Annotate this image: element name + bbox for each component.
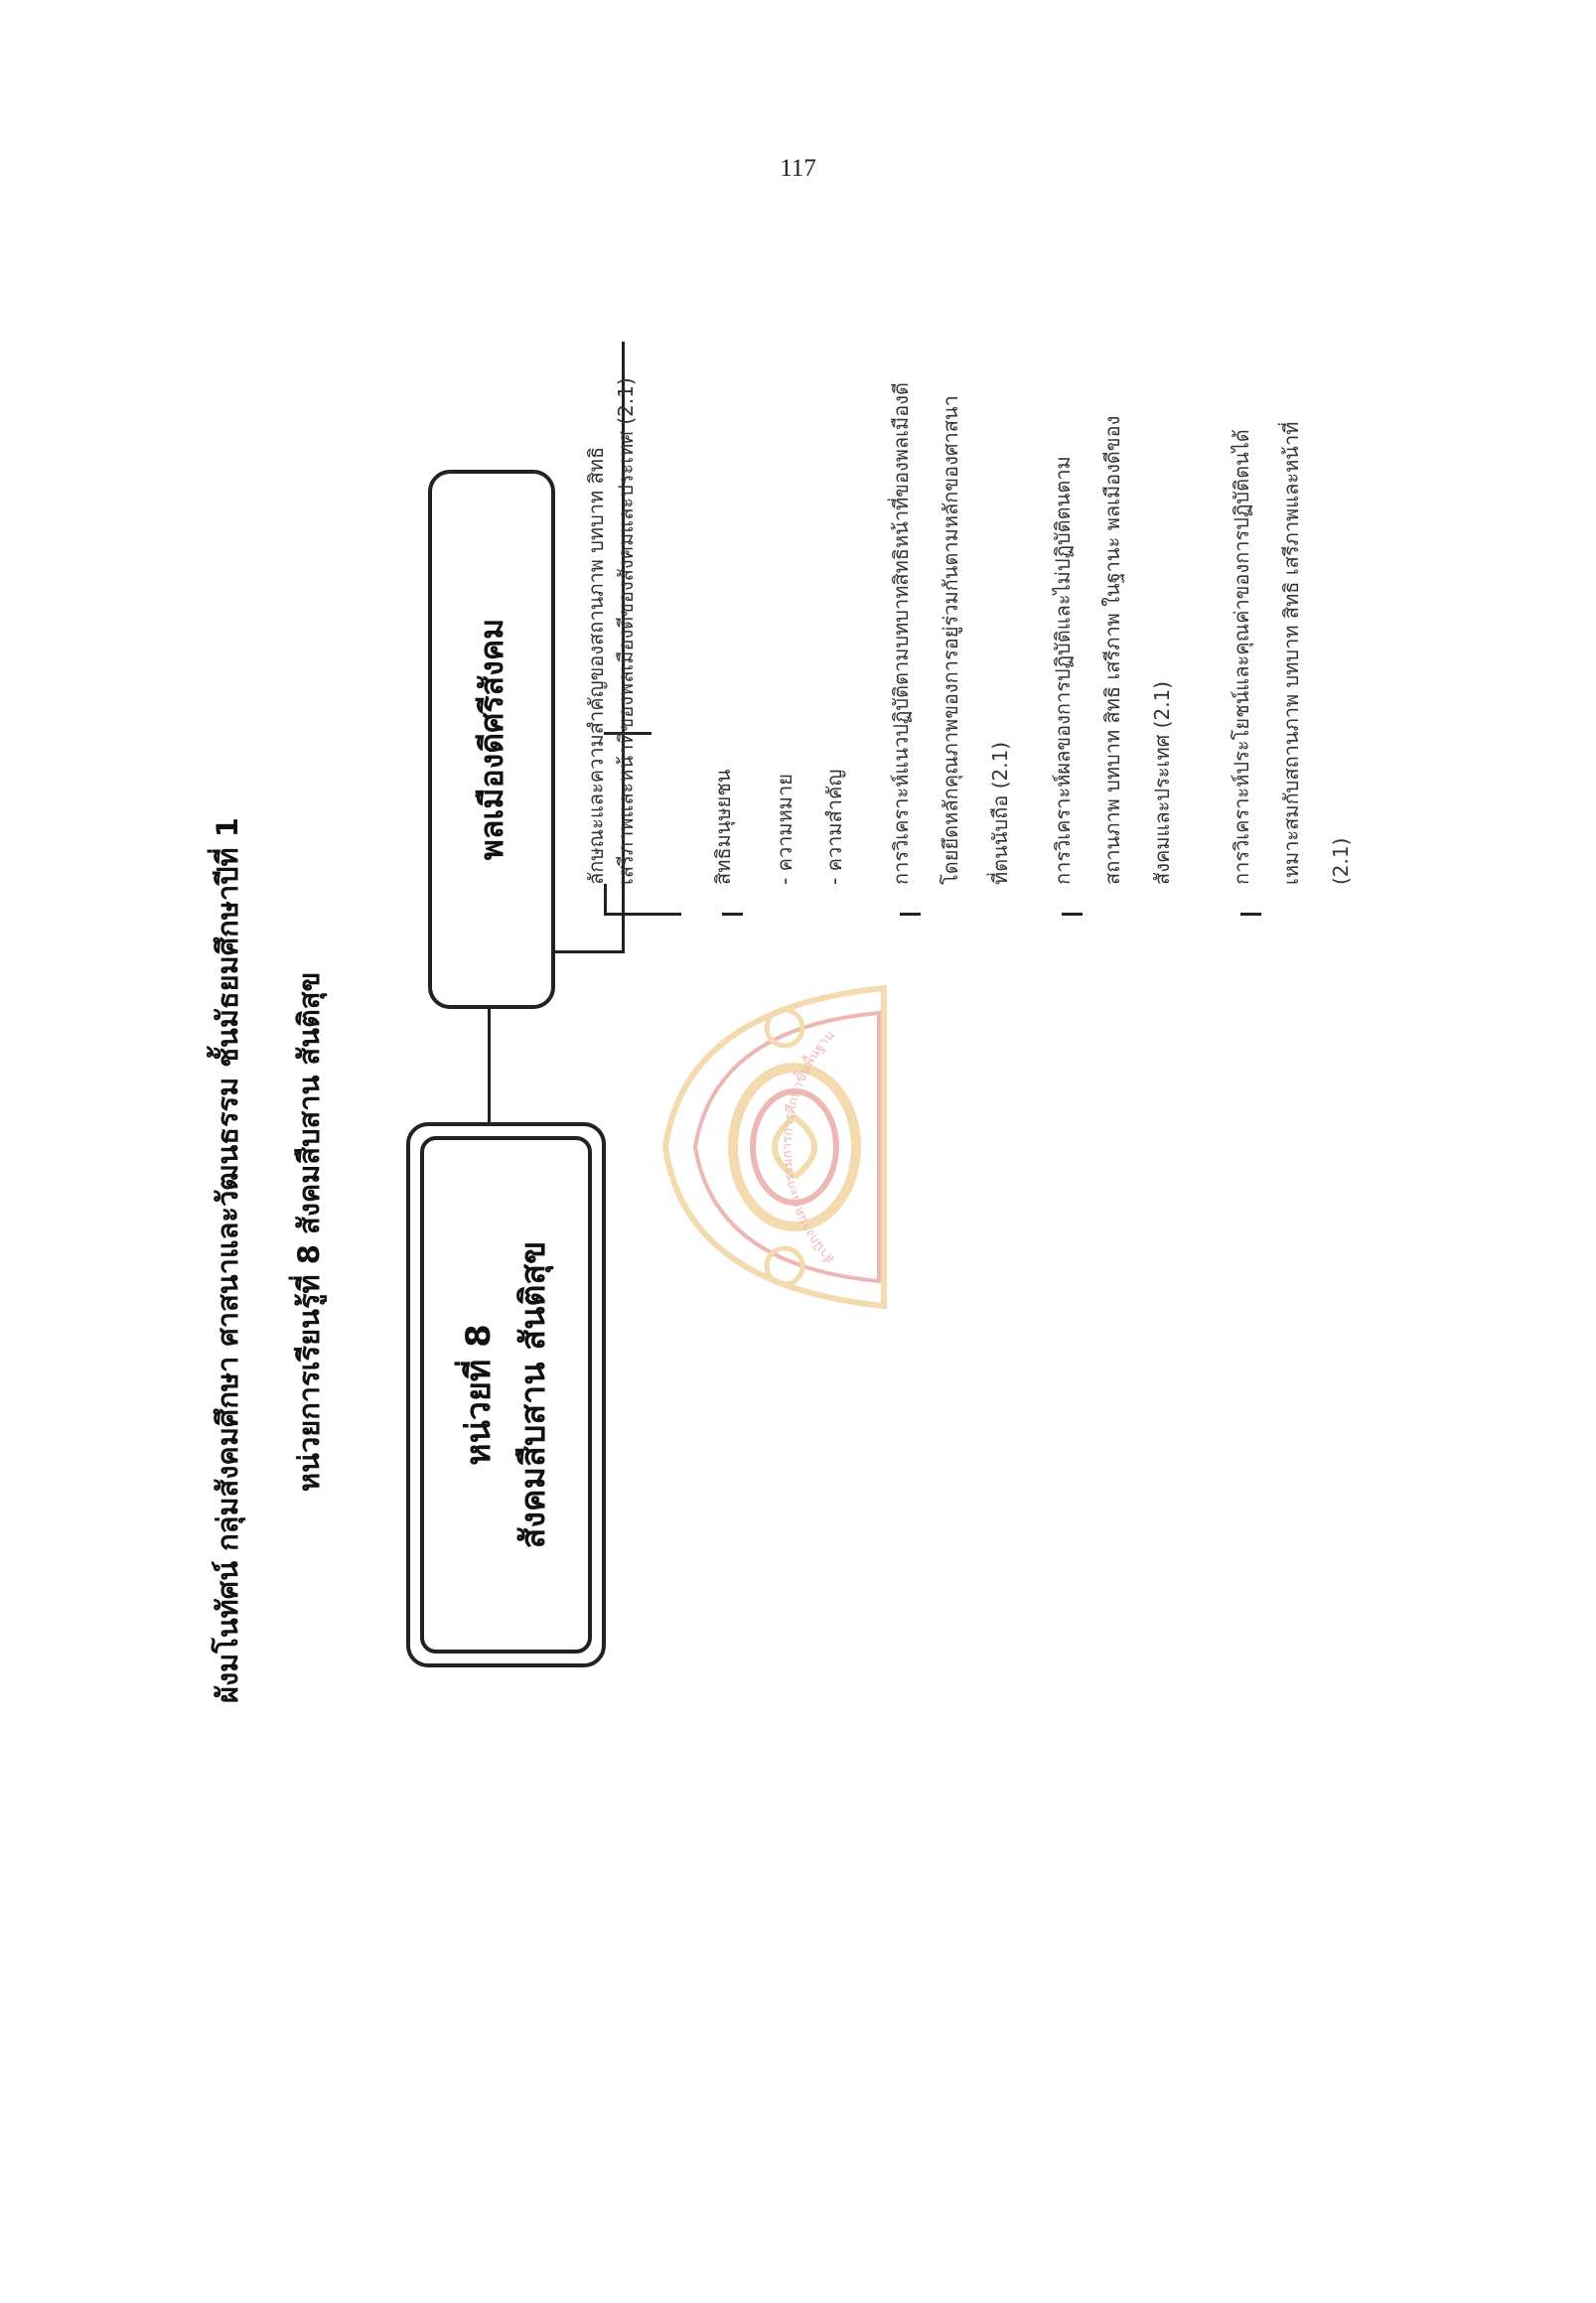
item-2-sub-2: - ความสำคัญ [822,769,846,885]
concept-map-title: ผังมโนทัศน์ กลุ่มสังคมศึกษา ศาสนาและวัฒน… [211,817,244,1703]
unit-box: หน่วยที่ 8 สังคมสืบสาน สันติสุข [406,1122,606,1667]
unit-topic-connector [488,1009,491,1122]
item-5-line-2: เหมาะสมกับสถานภาพ บทบาท สิทธิ เสรีภาพและ… [1279,421,1303,885]
leaf-tick-3 [722,913,743,916]
item-5-line-1: การวิเคราะห์ประโยชน์และคุณค่าของการปฏิบั… [1230,429,1253,885]
page-number: 117 [780,155,816,182]
learning-unit-subtitle: หน่วยการเรียนรู้ที่ 8 สังคมสืบสาน สันติส… [292,971,326,1492]
topic-box: พลเมืองดีศรีสังคม [428,470,555,1009]
topic-stem [555,950,624,953]
unit-number: หน่วยที่ 8 [459,1324,500,1466]
item-5-line-3: (2.1) [1329,837,1353,885]
ministry-emblem-icon: สำนักงานคณะกรรมการการศึกษาขั้นพื้นฐาน [661,984,887,1310]
item-1-line-2: เสรีภาพและหน้าที่ของพลเมืองดีของสังคมและ… [614,377,638,885]
leaf-tick-4 [900,913,921,916]
item-4-line-2: สถานภาพ บทบาท สิทธิ เสรีภาพ ในฐานะ พลเมื… [1100,415,1124,885]
leaf-tick-1 [604,913,625,916]
item-1-line-1: ลักษณะและความสำคัญของสถานภาพ บทบาท สิทธิ [584,446,608,885]
unit-box-inner: หน่วยที่ 8 สังคมสืบสาน สันติสุข [420,1136,592,1654]
unit-title: สังคมสืบสาน สันติสุข [512,1240,553,1549]
item-3-line-2: โดยยึดหลักคุณภาพของการอยู่ร่วมกันตามหลัก… [939,395,962,885]
item-2-line-1: สิทธิมนุษยชน [711,769,735,885]
leaf-tick-5 [1062,913,1083,916]
item-2-sub-1: - ความหมาย [773,774,797,885]
item-3-line-3: ที่ตนนับถือ (2.1) [988,741,1012,885]
branch-stub-1 [604,884,607,914]
item-4-line-3: สังคมและประเทศ (2.1) [1150,680,1174,885]
item-4-line-1: การวิเคราะห์ผลของการปฏิบัติและไม่ปฏิบัติ… [1051,456,1075,885]
leaf-tick-6 [1240,913,1261,916]
item-3-line-1: การวิเคราะห์แนวปฏิบัติตามบทบาทสิทธิหน้าท… [889,382,913,885]
branch-marker-4 [622,913,652,916]
